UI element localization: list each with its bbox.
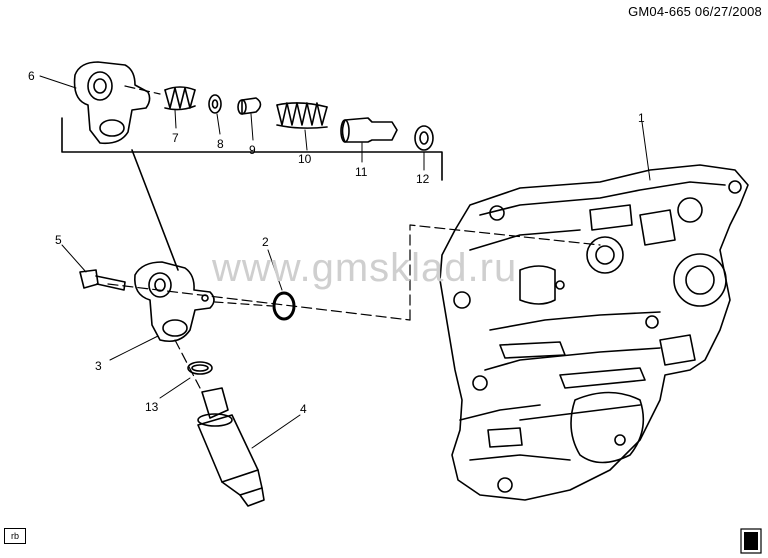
gm-spo-logo-icon xyxy=(740,528,762,554)
callout-12: 12 xyxy=(416,172,430,186)
callout-5: 5 xyxy=(55,233,62,247)
solenoid-body-6 xyxy=(73,61,151,145)
callout-1: 1 xyxy=(638,111,645,125)
callout-4: 4 xyxy=(300,402,307,416)
callout-10: 10 xyxy=(298,152,312,166)
valve-body-housing xyxy=(439,164,749,501)
callout-9: 9 xyxy=(249,143,256,157)
rb-badge: rb xyxy=(4,528,26,544)
callout-labels: 1 2 3 4 5 6 7 8 9 10 11 12 13 xyxy=(28,69,645,416)
ring-12 xyxy=(414,125,434,151)
callout-7: 7 xyxy=(172,131,179,145)
callout-3: 3 xyxy=(95,359,102,373)
solenoid-4 xyxy=(197,387,265,507)
callout-2: 2 xyxy=(262,235,269,249)
leader-lines xyxy=(39,75,651,449)
callout-13: 13 xyxy=(145,400,159,414)
spring-7 xyxy=(164,86,196,111)
axis-lines xyxy=(107,85,411,389)
callout-8: 8 xyxy=(217,137,224,151)
ring-8 xyxy=(208,94,222,114)
spring-10 xyxy=(276,102,328,129)
cap-9 xyxy=(237,97,262,115)
callout-11: 11 xyxy=(355,165,368,179)
callout-6: 6 xyxy=(28,69,35,83)
valve-11 xyxy=(340,117,398,143)
solenoid-body-3 xyxy=(133,261,215,343)
diagram-reference: GM04-665 06/27/2008 xyxy=(628,4,762,19)
bolt-5 xyxy=(79,269,126,291)
o-ring-13 xyxy=(187,361,213,375)
